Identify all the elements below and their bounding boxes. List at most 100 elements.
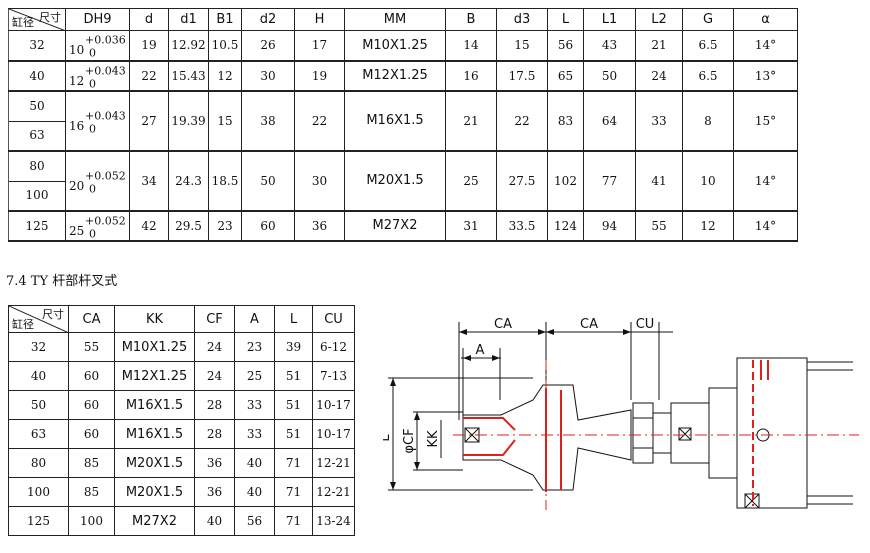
cell-a: 33 bbox=[234, 390, 275, 420]
cell-l2: 41 bbox=[635, 150, 683, 212]
cylinder-head bbox=[670, 402, 710, 464]
label-cu: CU bbox=[636, 317, 655, 332]
tol-upper: +0.052 bbox=[85, 213, 126, 227]
bore-upper: 80 bbox=[9, 152, 65, 182]
header-d3: d3 bbox=[496, 8, 548, 31]
cell-alpha: 14° bbox=[733, 150, 798, 212]
bore-cell: 32 bbox=[8, 30, 66, 62]
cell-cf: 36 bbox=[194, 448, 235, 478]
table-row: 80 100 20 +0.052 0 34 24.3 18.5 50 30 M2… bbox=[8, 150, 798, 212]
cell-mm: M16X1.5 bbox=[344, 90, 446, 152]
cell-ca: 55 bbox=[68, 332, 115, 362]
rod bbox=[652, 412, 672, 454]
cell-mm: M27X2 bbox=[344, 210, 446, 242]
cell-l1: 64 bbox=[583, 90, 636, 152]
header-l: L bbox=[274, 305, 313, 333]
header-b: B bbox=[445, 8, 497, 31]
tol-upper: +0.043 bbox=[85, 63, 126, 77]
cell-cu: 13-24 bbox=[312, 506, 355, 536]
cell-l: 56 bbox=[547, 30, 584, 62]
cell-d1: 19.39 bbox=[168, 90, 209, 152]
cell-l: 124 bbox=[547, 210, 584, 242]
cell-d: 22 bbox=[129, 60, 169, 92]
rod-clevis-drawing: CA CA CU A L φCF KK bbox=[383, 317, 859, 510]
cell-h: 30 bbox=[294, 150, 345, 212]
header-d: d bbox=[129, 8, 169, 31]
cell-ca: 85 bbox=[68, 448, 115, 478]
cell-d1: 29.5 bbox=[168, 210, 209, 242]
header-d2: d2 bbox=[241, 8, 295, 31]
table-row: 40 12 +0.043 0 22 15.43 12 30 19 M12X1.2… bbox=[8, 60, 798, 92]
cell-kk: M12X1.25 bbox=[114, 361, 195, 391]
arrowhead bbox=[414, 462, 420, 470]
section-title: 7.4 TY 杆部杆叉式 bbox=[6, 274, 118, 289]
cell-mm: M20X1.5 bbox=[344, 150, 446, 212]
arrowhead bbox=[492, 355, 500, 361]
label-ca-2: CA bbox=[580, 317, 598, 332]
cell-l1: 50 bbox=[583, 60, 636, 92]
table-row: 32 10 +0.036 0 19 12.92 10.5 26 17 M10X1… bbox=[8, 30, 798, 62]
table-row: 80 85 M20X1.5 36 40 71 12-21 bbox=[8, 448, 355, 478]
clevis-body bbox=[462, 384, 632, 491]
cell-h: 36 bbox=[294, 210, 345, 242]
cell-d: 42 bbox=[129, 210, 169, 242]
cell-cf: 28 bbox=[194, 419, 235, 449]
cell-kk: M16X1.5 bbox=[114, 419, 195, 449]
cell-cu: 6-12 bbox=[312, 332, 355, 362]
cell-l: 51 bbox=[274, 390, 313, 420]
table-row: 100 85 M20X1.5 36 40 71 12-21 bbox=[8, 477, 355, 507]
table1-corner-header: 尺寸 缸径 bbox=[8, 8, 66, 31]
bore-lower: 63 bbox=[29, 128, 45, 142]
cell-b1: 12 bbox=[208, 60, 242, 92]
cell-b1: 10.5 bbox=[208, 30, 242, 62]
cell-cf: 28 bbox=[194, 390, 235, 420]
arrowhead bbox=[546, 329, 554, 335]
cell-cu: 7-13 bbox=[312, 361, 355, 391]
corner-size-label: 尺寸 bbox=[39, 11, 61, 24]
cell-d: 34 bbox=[129, 150, 169, 212]
cell-d: 27 bbox=[129, 90, 169, 152]
cell-alpha: 14° bbox=[733, 30, 798, 62]
header-d1: d1 bbox=[168, 8, 209, 31]
cell-h: 17 bbox=[294, 30, 345, 62]
header-h: H bbox=[294, 8, 345, 31]
cell-b: 16 bbox=[445, 60, 497, 92]
header-dh9: DH9 bbox=[65, 8, 130, 31]
cell-kk: M27X2 bbox=[114, 506, 195, 536]
tolerance-cell: 25 +0.052 0 bbox=[65, 210, 130, 242]
tol-base: 25 bbox=[69, 223, 85, 238]
cell-b: 21 bbox=[445, 90, 497, 152]
header-cu: CU bbox=[312, 305, 355, 333]
tol-upper: +0.043 bbox=[85, 108, 126, 122]
cell-ca: 85 bbox=[68, 477, 115, 507]
cell-g: 12 bbox=[682, 210, 734, 242]
cylinder-flange bbox=[708, 387, 738, 479]
cell-alpha: 15° bbox=[733, 90, 798, 152]
corner-size-label: 尺寸 bbox=[42, 308, 64, 321]
table-row: 50 63 16 +0.043 0 27 19.39 15 38 22 M16X… bbox=[8, 90, 798, 152]
header-cf: CF bbox=[194, 305, 235, 333]
cell-b: 25 bbox=[445, 150, 497, 212]
bore-cell: 50 bbox=[8, 390, 69, 420]
cell-cu: 12-21 bbox=[312, 477, 355, 507]
label-ca-1: CA bbox=[494, 317, 512, 332]
bore-cell: 80 bbox=[8, 448, 69, 478]
jam-nut bbox=[632, 402, 654, 464]
cell-l: 71 bbox=[274, 506, 313, 536]
cell-kk: M16X1.5 bbox=[114, 390, 195, 420]
cell-ca: 100 bbox=[68, 506, 115, 536]
arrowhead bbox=[390, 378, 396, 386]
cell-cf: 24 bbox=[194, 332, 235, 362]
cell-l: 71 bbox=[274, 477, 313, 507]
arrowhead bbox=[459, 329, 467, 335]
cell-b: 31 bbox=[445, 210, 497, 242]
cell-b1: 15 bbox=[208, 90, 242, 152]
clevis-dimension-table: 尺寸 缸径 DH9 d d1 B1 d2 H MM B d3 L L1 L2 G… bbox=[8, 8, 798, 242]
cell-cf: 24 bbox=[194, 361, 235, 391]
cell-mm: M10X1.25 bbox=[344, 30, 446, 62]
header-g: G bbox=[682, 8, 734, 31]
tol-lower: 0 bbox=[89, 226, 96, 240]
cell-cf: 40 bbox=[194, 506, 235, 536]
corner-bore-label: 缸径 bbox=[12, 16, 34, 29]
cell-alpha: 14° bbox=[733, 210, 798, 242]
